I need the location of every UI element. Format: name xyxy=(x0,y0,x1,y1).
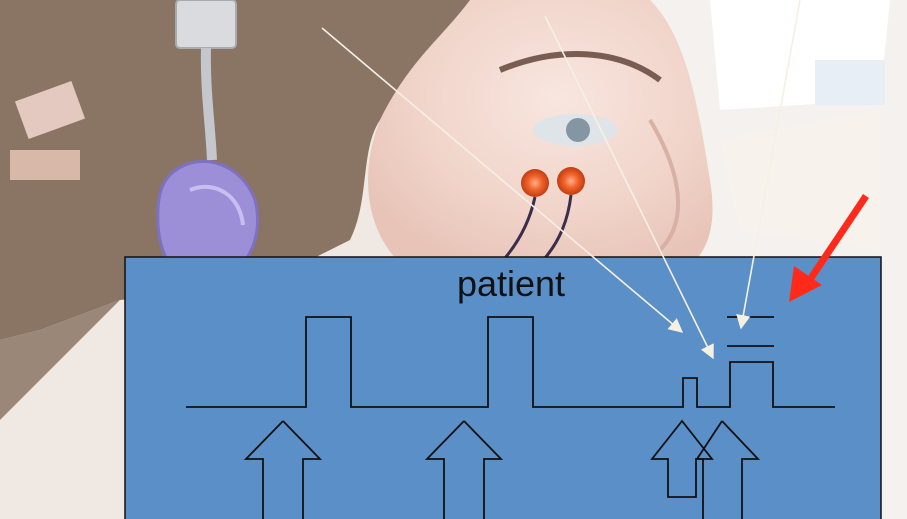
waveform-panel: patient xyxy=(125,257,881,519)
patient-label: patient xyxy=(457,263,565,304)
